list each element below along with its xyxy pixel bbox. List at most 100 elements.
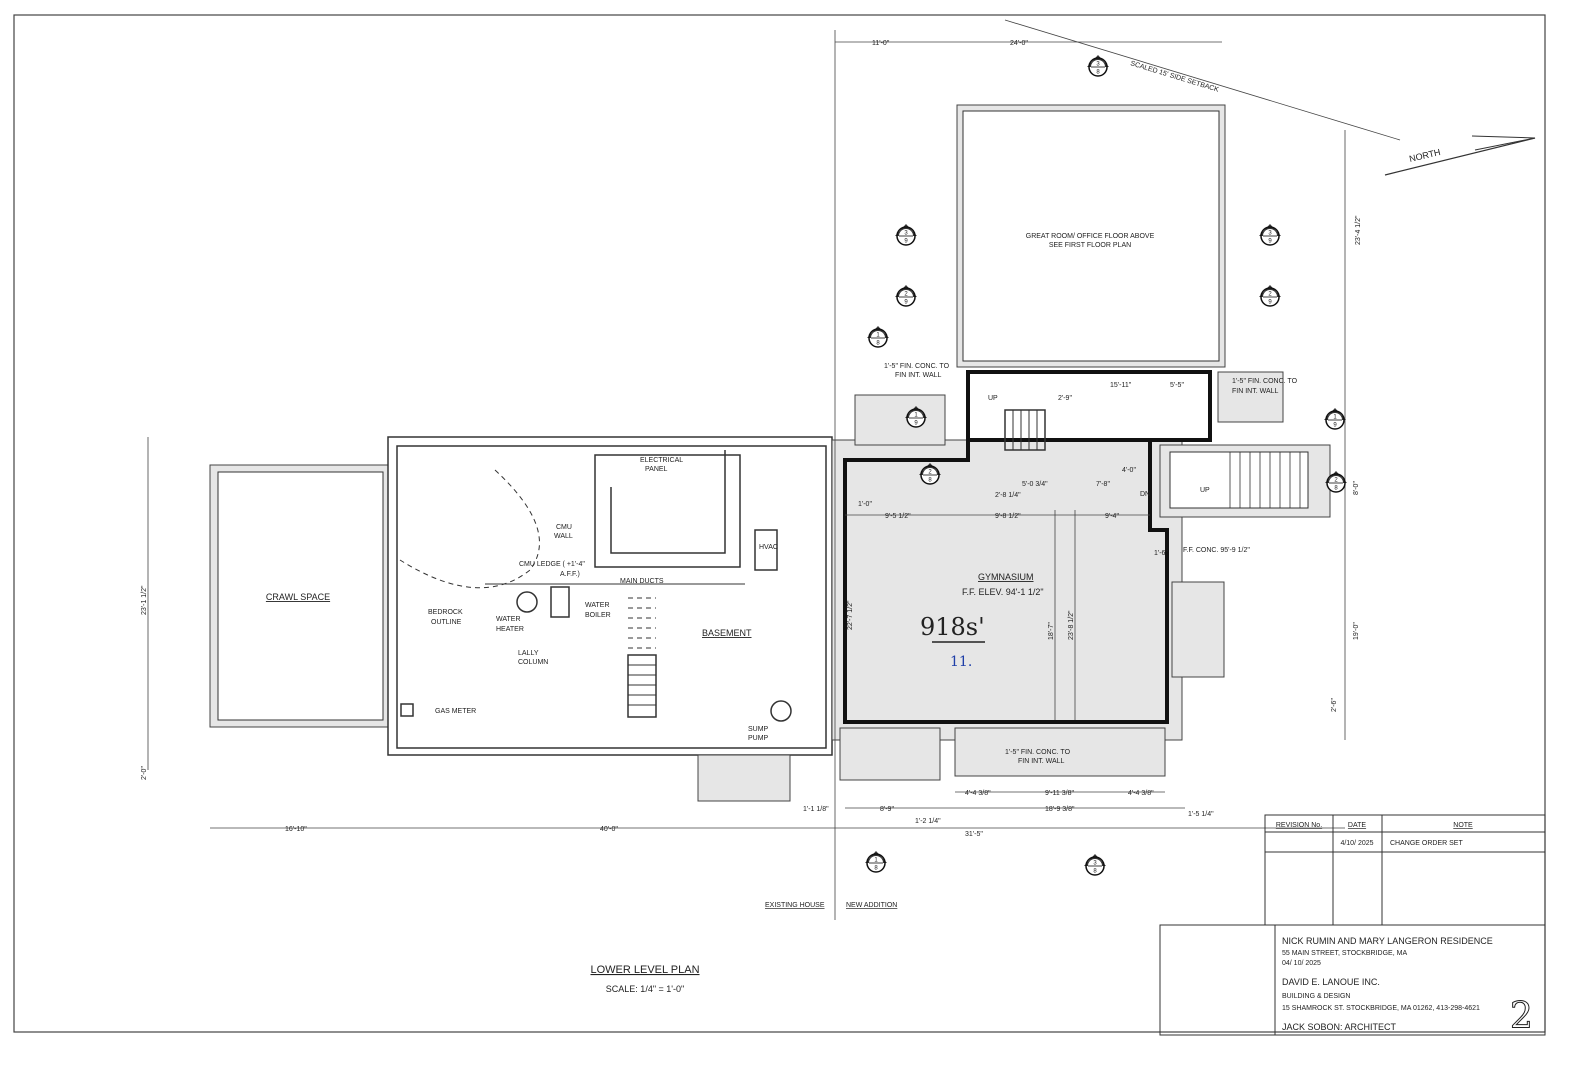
cmu-wall	[594, 454, 741, 568]
dim-2-8: 2'-8 1/4"	[995, 492, 1021, 499]
basement-stair	[627, 597, 657, 718]
main-ducts-label: MAIN DUCTS	[620, 578, 664, 585]
project-date: 04/ 10/ 2025	[1282, 960, 1321, 967]
section-marker: 19	[1324, 408, 1346, 430]
dim-23-right: 23'-4 1/2"	[1355, 215, 1362, 245]
title-block: NICK RUMIN AND MARY LANGERON RESIDENCE 5…	[1159, 924, 1546, 1038]
section-number: 3	[1268, 231, 1272, 237]
project-address: 55 MAIN STREET, STOCKBRIDGE, MA	[1282, 950, 1407, 957]
north-label: NORTH	[1408, 147, 1441, 164]
window-well	[1171, 581, 1225, 678]
conc-wall-note-5: 1'-5" FIN. CONC. TO	[1232, 378, 1298, 385]
section-number: 2	[1334, 478, 1338, 484]
setback-note: SCALED 15' SIDE SETBACK	[1129, 60, 1219, 94]
dim-15-11: 15'-11"	[1110, 382, 1132, 389]
section-number: 1	[874, 858, 878, 864]
section-number: 2	[928, 470, 932, 476]
sheet-border	[13, 14, 1546, 1033]
gymnasium-label: GYMNASIUM	[978, 572, 1034, 582]
revision-note: CHANGE ORDER SET	[1390, 840, 1463, 847]
section-sheet: 8	[1093, 869, 1097, 875]
conc-wall-note: 1'-5" FIN. CONC. TO	[1005, 749, 1071, 756]
dim-16-10: 16'-10"	[285, 826, 307, 833]
section-sheet: 8	[1334, 486, 1338, 492]
lally-column-label: LALLY	[518, 650, 539, 657]
dim-4-0: 4'-0"	[1122, 467, 1136, 474]
setback-line	[1004, 19, 1401, 141]
dim-23-8: 23'-8 1/2"	[1068, 610, 1075, 640]
window-well	[1217, 371, 1284, 423]
architect-name: JACK SOBON: ARCHITECT	[1282, 1022, 1397, 1032]
window-well	[697, 754, 791, 802]
dim-8-0: 8'-0"	[1353, 481, 1360, 495]
dim-18-9: 18'-9 3/8"	[1045, 806, 1075, 813]
section-sheet: 9	[904, 300, 908, 306]
firm-subtitle: BUILDING & DESIGN	[1282, 993, 1350, 1000]
window-well	[954, 727, 1166, 777]
section-marker: 18	[867, 326, 889, 348]
bedrock-label-2: OUTLINE	[431, 619, 462, 626]
water-boiler	[550, 586, 570, 618]
dim-18-7: 18'-7"	[1048, 622, 1055, 640]
bedrock-outline	[399, 469, 540, 589]
revision-table: REVISION No. DATE NOTE 4/10/ 2025 CHANGE…	[1264, 814, 1546, 926]
sheet-number: 2	[1510, 996, 1533, 1037]
dim-31-5: 31'-5"	[965, 831, 983, 838]
dim-1-2: 1'-2 1/4"	[915, 818, 941, 825]
section-sheet: 9	[1333, 423, 1337, 429]
dim-2-6: 2'-6"	[1331, 698, 1338, 712]
section-sheet: 9	[1268, 239, 1272, 245]
section-sheet: 9	[914, 421, 918, 427]
section-number: 1	[876, 333, 880, 339]
section-sheet: 8	[876, 341, 880, 347]
dim-22-7: 22'-7 1/2"	[847, 600, 854, 630]
section-marker: 29	[1259, 285, 1281, 307]
gym-elevation-label: F.F. ELEV. 94'-1 1/2"	[962, 587, 1044, 597]
dim-1-0: 1'-0"	[858, 501, 872, 508]
section-sheet: 9	[904, 239, 908, 245]
electrical-panel-label-2: PANEL	[645, 466, 668, 473]
section-number: 1	[914, 413, 918, 419]
dim-5-5: 5'-5"	[1170, 382, 1184, 389]
window-well	[839, 727, 941, 781]
handwritten-mark: 11.	[950, 654, 972, 670]
new-addition-label: NEW ADDITION	[846, 902, 897, 909]
electrical-panel-label: ELECTRICAL	[640, 457, 683, 464]
bedrock-label: BEDROCK	[428, 609, 463, 616]
section-marker: 29	[895, 285, 917, 307]
crawl-space-label: CRAWL SPACE	[266, 592, 330, 602]
section-marker: 19	[905, 406, 927, 428]
section-marker: 39	[1259, 224, 1281, 246]
conc-wall-note-2: FIN INT. WALL	[1018, 758, 1065, 765]
section-marker: 38	[1087, 55, 1109, 77]
cmu-ledge-label: CMU LEDGE ( +1'-4"	[519, 561, 585, 568]
section-sheet: 9	[1268, 300, 1272, 306]
existing-house-label: EXISTING HOUSE	[765, 902, 825, 909]
handwritten-area: 918s'	[920, 613, 985, 641]
dimensions: 11'-0" 24'-0" 23'-4 1/2" 16'-10" 40'-0" …	[141, 30, 1362, 920]
dim-4-4a: 4'-4 3/8"	[965, 790, 991, 797]
dim-19-0: 19'-0"	[1353, 622, 1360, 640]
down-label: DN	[1140, 491, 1150, 498]
water-heater-label-2: HEATER	[496, 626, 524, 633]
ff-conc-label: F.F. CONC. 95'-9 1/2"	[1183, 547, 1250, 554]
project-name: NICK RUMIN AND MARY LANGERON RESIDENCE	[1282, 936, 1493, 946]
gas-meter	[400, 703, 414, 717]
section-marker: 18	[865, 851, 887, 873]
firm-name: DAVID E. LANOUE INC.	[1282, 977, 1380, 987]
gym-wall	[843, 438, 1169, 724]
section-number: 3	[904, 231, 908, 237]
lally-column-label-2: COLUMN	[518, 659, 548, 666]
north-arrow: NORTH	[1384, 135, 1536, 176]
revision-header-number: REVISION No.	[1276, 822, 1322, 829]
basement-label: BASEMENT	[702, 628, 752, 638]
water-boiler-label: WATER	[585, 602, 610, 609]
revision-date: 4/10/ 2025	[1340, 840, 1373, 847]
great-room-note: SEE FIRST FLOOR PLAN	[1049, 242, 1131, 249]
dim-1-6: 1'-6"	[1154, 550, 1168, 557]
dim-9-11: 9'-11 3/8"	[1045, 790, 1075, 797]
dim-2-9: 2'-9"	[1058, 395, 1072, 402]
sump-pump-label: SUMP	[748, 726, 769, 733]
conc-wall-note-4: FIN INT. WALL	[895, 372, 942, 379]
